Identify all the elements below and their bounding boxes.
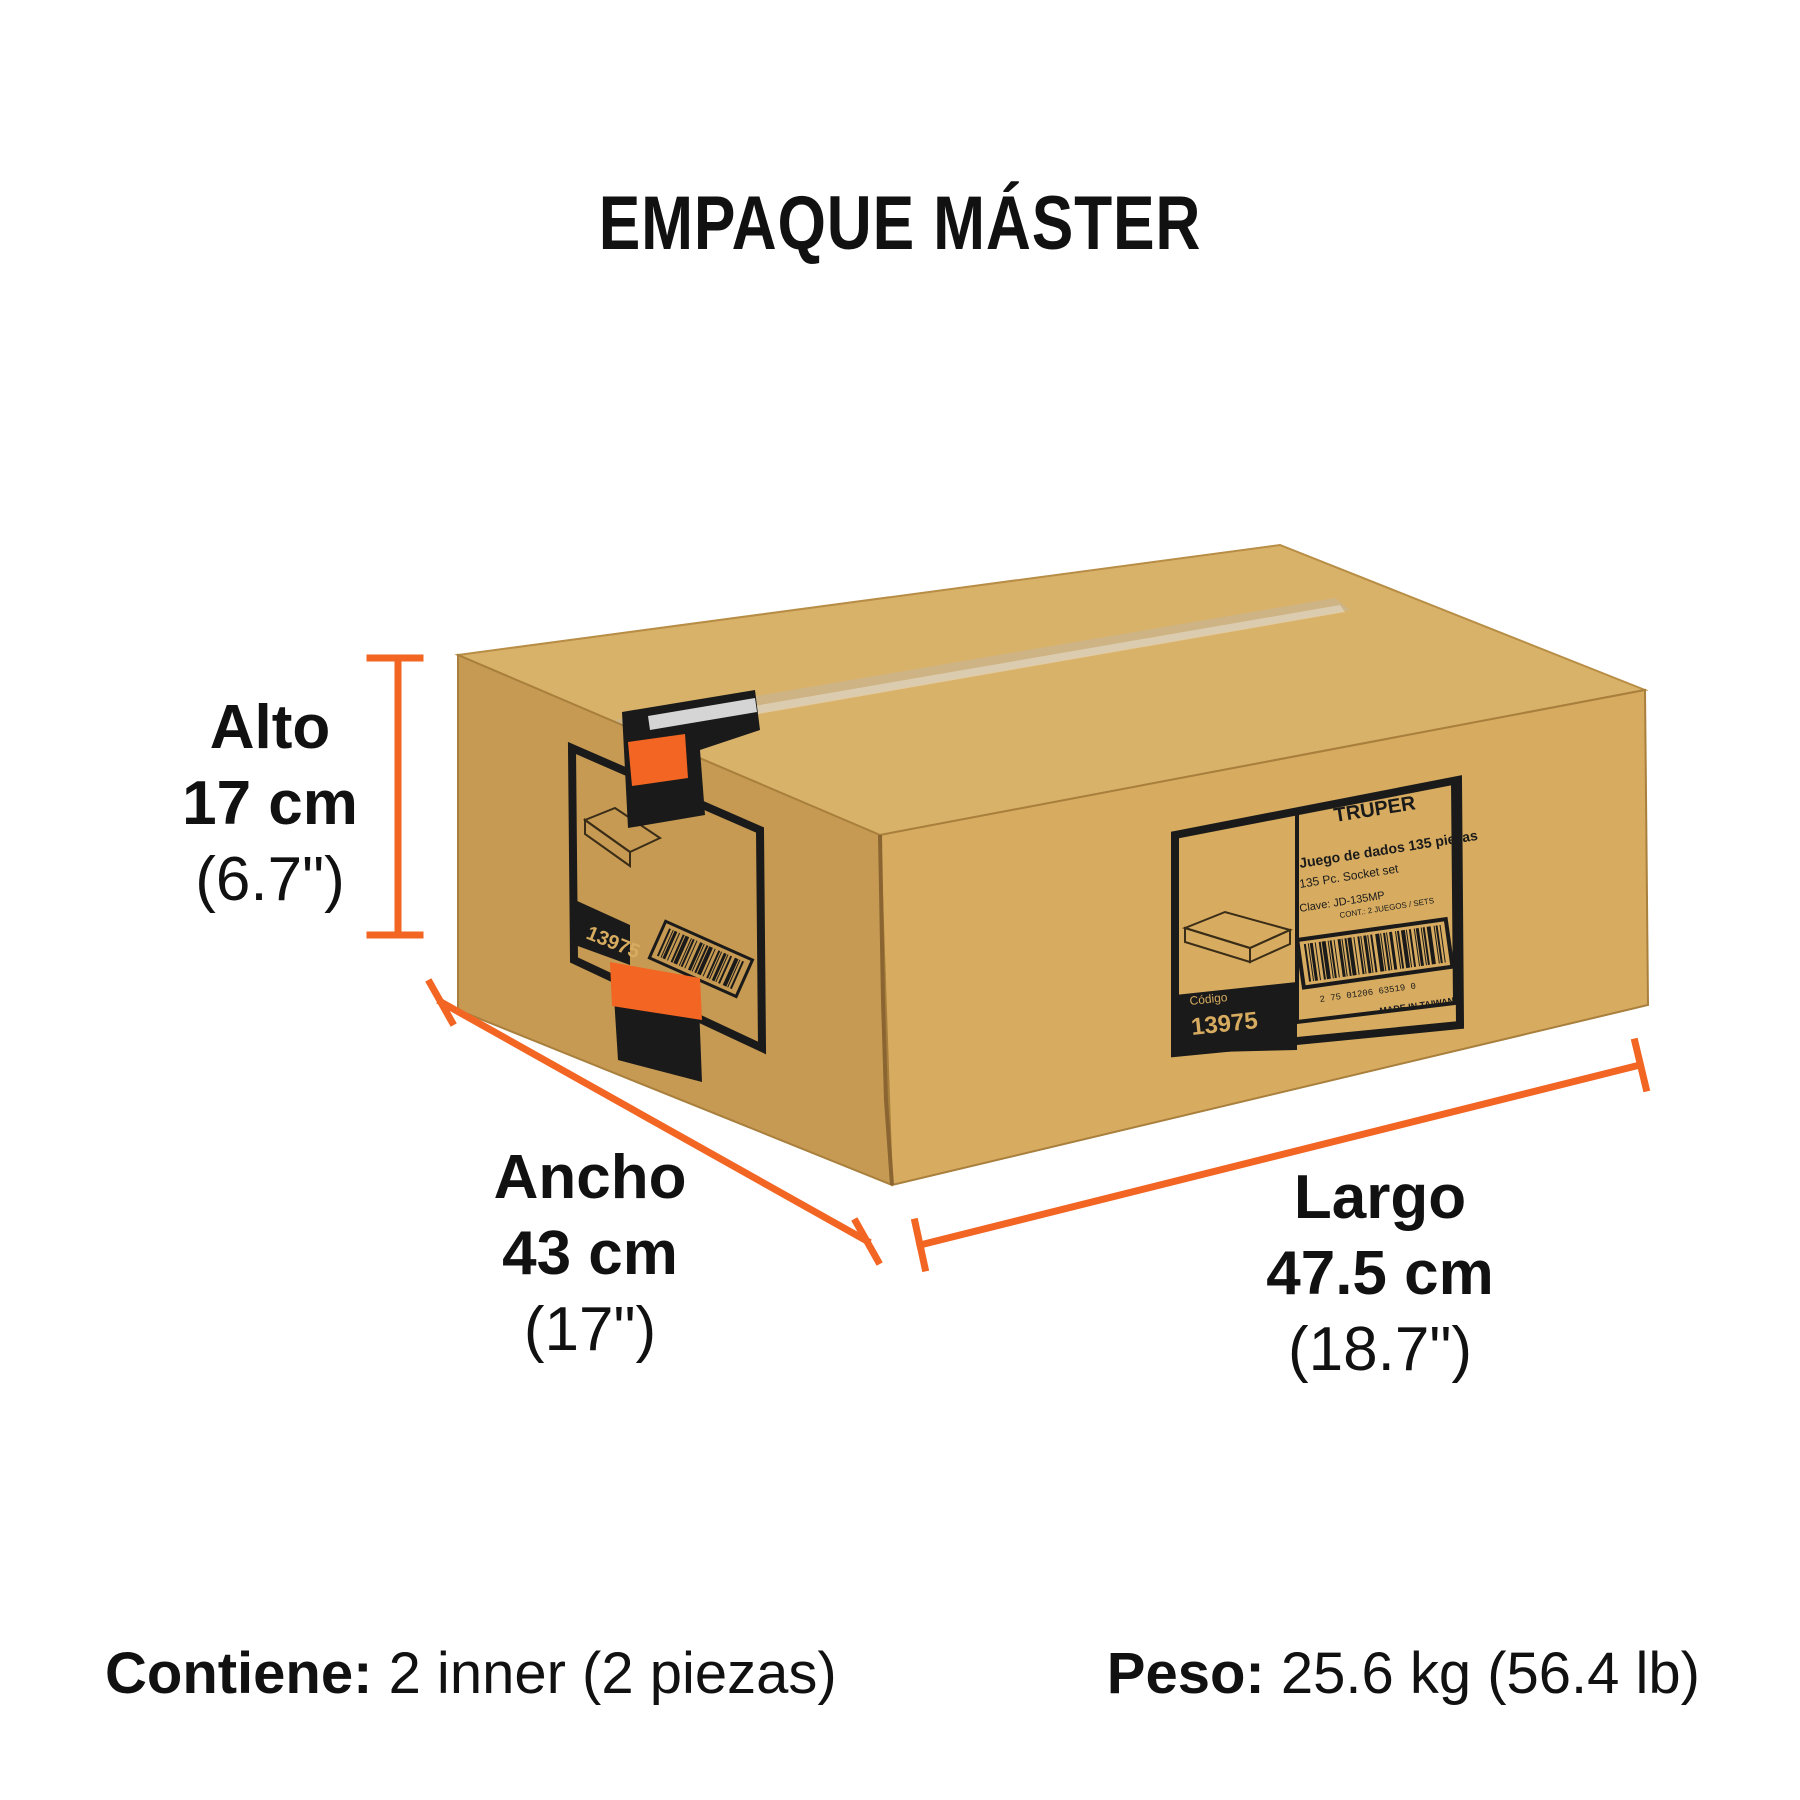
barcode-bar [673,935,690,965]
barcode-bar [666,932,681,961]
barcode-bar [1370,934,1378,973]
barcode-bar [1396,930,1405,969]
weight-label: Peso: [1106,1641,1265,1706]
barcode-bar [697,946,713,976]
barcode-bar [1400,929,1411,969]
barcode-bar [708,951,723,980]
barcode-bar [702,948,716,977]
barcode-bar [1341,938,1348,977]
largo-dimension-label: Largo 47.5 cm (18.7") [1230,1160,1530,1388]
barcode-bar [1380,933,1387,972]
barcode-bar [722,957,739,987]
barcode-bar [1360,936,1367,974]
ancho-dimension-line [425,978,883,1266]
side-barcode [647,919,755,999]
barcode-bar [706,950,721,979]
barcode-bar [1386,932,1393,971]
alto-dimension-label: Alto 17 cm (6.7") [150,690,390,918]
barcode-bar [694,945,709,974]
ancho-name: Ancho [493,1143,687,1212]
barcode-bar [711,952,727,982]
alto-imperial: (6.7") [195,845,345,914]
barcode-bar [718,955,733,984]
barcode-bar [1383,932,1391,971]
barcode-bar [727,959,741,988]
barcode-bar [660,929,674,958]
barcode-bar [687,942,703,971]
barcode-bar [1337,938,1346,978]
barcode-bar [1435,925,1443,964]
ancho-dimension-label: Ancho 43 cm (17") [470,1140,710,1368]
barcode-bar [1344,938,1352,977]
barcode-bar [1420,927,1427,966]
page-title: EMPAQUE MÁSTER [598,181,1202,266]
barcode-bar [1321,941,1331,980]
barcode [1294,916,1455,990]
barcode-bar [1307,943,1315,982]
ancho-metric: 43 cm [502,1219,678,1288]
barcode-bar [1367,935,1374,973]
barcode-bar [1405,929,1413,968]
barcode-bar [1303,943,1312,982]
barcode-bar [656,928,671,957]
largo-imperial: (18.7") [1288,1315,1472,1384]
barcode-bar [1347,937,1357,976]
barcode-bar [1329,940,1337,979]
barcode-bar [729,960,745,990]
barcode-bar [1327,940,1334,979]
barcode-bar [1415,927,1424,967]
barcode-bar [680,938,695,968]
contents-label: Contiene: [105,1641,373,1706]
alto-metric: 17 cm [182,769,358,838]
barcode-bar [1426,926,1436,965]
largo-metric: 47.5 cm [1266,1239,1494,1308]
codigo-label: Código [1189,990,1229,1008]
barcode-bar [1433,925,1440,964]
barcode-bar [1389,931,1398,970]
weight-value: 25.6 kg (56.4 lb) [1280,1641,1700,1706]
barcode-bar [1333,939,1340,978]
barcode-bar [1314,942,1322,981]
barcode-bar [1309,942,1319,981]
alto-dimension-line [366,654,424,939]
barcode-bar [1439,924,1446,963]
barcode-bar [1363,935,1372,974]
barcode-bar [1353,937,1360,975]
contents-info: Contiene: 2 inner (2 piezas) [105,1640,837,1707]
socket-case-sketch [1181,910,1293,964]
barcode-bar [715,954,729,983]
barcode-bar [684,940,698,969]
ancho-imperial: (17") [523,1295,657,1364]
alto-name: Alto [209,693,331,762]
barcode-bar [670,934,685,963]
largo-dimension-line [910,1037,1651,1273]
tamper-seal-label [610,690,760,1082]
barcode-bar [691,943,705,972]
barcode-bar [1318,941,1326,980]
barcode-bar [1375,933,1385,972]
barcode-bar [1422,927,1430,966]
barcode-bar [1394,931,1402,969]
barcode-bar [1408,929,1417,967]
largo-name: Largo [1293,1163,1467,1232]
barcode-bar [678,938,692,966]
barcode-bar [1413,928,1421,967]
barcode-bar [1357,936,1365,975]
contents-value: 2 inner (2 piezas) [388,1641,837,1706]
barcode-bar [662,930,678,960]
weight-info: Peso: 25.6 kg (56.4 lb) [1107,1640,1700,1707]
